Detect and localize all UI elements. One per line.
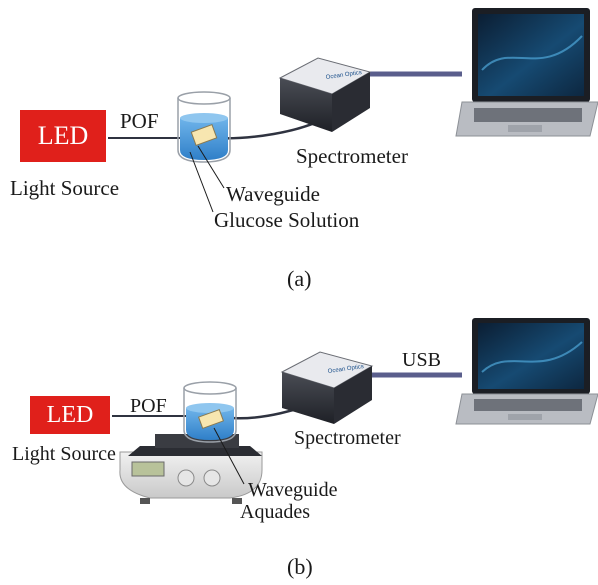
- caption-a: (a): [287, 266, 312, 291]
- hotplate-stirrer-b: [119, 434, 263, 504]
- beaker-a: [177, 91, 231, 163]
- solution-label-a: Glucose Solution: [214, 208, 360, 232]
- caption-b: (b): [287, 554, 313, 579]
- solution-label-b: Aquades: [240, 501, 310, 523]
- laptop-b: [455, 318, 598, 425]
- laptop-a: [455, 8, 598, 137]
- led-label-a: LED: [37, 121, 89, 150]
- spectrometer-label-b: Spectrometer: [294, 427, 401, 449]
- spectrometer-b: Ocean Optics: [280, 351, 374, 424]
- waveguide-pointer-b: [213, 427, 245, 485]
- waveguide-label-b: Waveguide: [248, 479, 338, 501]
- spectrometer-a: Ocean Optics: [278, 57, 372, 132]
- led-label-b: LED: [46, 401, 94, 428]
- svg-text:Ocean Optics: Ocean Optics: [327, 364, 364, 375]
- led-source-a: LED: [20, 110, 106, 162]
- waveguide-label-a: Waveguide: [226, 182, 320, 206]
- light-source-label-b: Light Source: [12, 443, 116, 465]
- waveguide-pointer-a: [197, 145, 225, 189]
- pof-label-b: POF: [130, 395, 167, 417]
- pof-label-a: POF: [120, 109, 159, 133]
- spectrometer-label-a: Spectrometer: [296, 144, 408, 168]
- usb-label-b: USB: [402, 349, 441, 371]
- light-source-label-a: Light Source: [10, 176, 120, 200]
- led-source-b: LED: [30, 396, 110, 434]
- svg-text:Ocean Optics: Ocean Optics: [325, 70, 362, 81]
- beaker-b: [183, 381, 237, 443]
- solution-pointer-a: [189, 151, 214, 213]
